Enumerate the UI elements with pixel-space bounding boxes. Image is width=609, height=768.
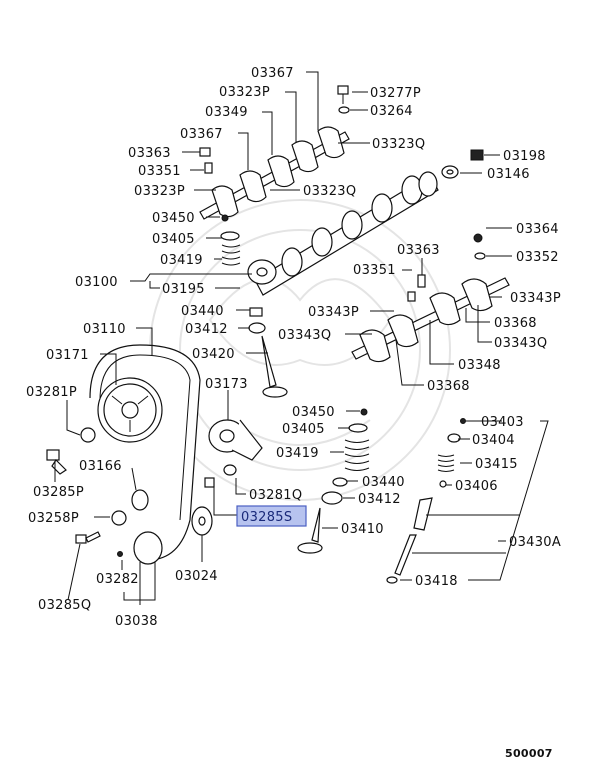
label-03367-left: 03367 xyxy=(180,127,223,142)
label-03258P: 03258P xyxy=(28,511,79,526)
upper-rocker-shaft xyxy=(199,85,484,220)
camshaft xyxy=(247,171,439,296)
label-03363-right: 03363 xyxy=(397,243,440,258)
label-03146: 03146 xyxy=(487,167,530,182)
part-labels: 03367 03277P 03323P 03264 03349 03367 03… xyxy=(26,66,561,760)
label-03405-lower: 03405 xyxy=(282,422,325,437)
label-03195: 03195 xyxy=(162,282,205,297)
lower-rocker-shaft xyxy=(351,233,510,363)
upper-valve-spring-set xyxy=(220,214,288,398)
label-03343Q-left: 03343Q xyxy=(278,328,331,343)
lash-adjuster-set xyxy=(386,418,466,584)
label-03364: 03364 xyxy=(516,222,559,237)
highlight-03285S xyxy=(236,505,307,527)
label-03323Q-mid: 03323Q xyxy=(303,184,356,199)
label-03166: 03166 xyxy=(79,459,122,474)
label-03440-top: 03440 xyxy=(181,304,224,319)
timing-belt-section xyxy=(46,344,263,565)
label-03412-lower: 03412 xyxy=(358,492,401,507)
label-03351-top: 03351 xyxy=(138,164,181,179)
label-03440-lower: 03440 xyxy=(362,475,405,490)
label-03285S[interactable]: 03285S xyxy=(241,510,292,525)
label-03418: 03418 xyxy=(415,574,458,589)
label-03406: 03406 xyxy=(455,479,498,494)
label-03404: 03404 xyxy=(472,433,515,448)
label-03282: 03282 xyxy=(96,572,139,587)
label-03349: 03349 xyxy=(205,105,248,120)
label-03285P: 03285P xyxy=(33,485,84,500)
label-03024: 03024 xyxy=(175,569,218,584)
label-03351-right: 03351 xyxy=(353,263,396,278)
label-03285Q: 03285Q xyxy=(38,598,91,613)
label-03323Q-top: 03323Q xyxy=(372,137,425,152)
label-03352: 03352 xyxy=(516,250,559,265)
label-03100: 03100 xyxy=(75,275,118,290)
label-03343Q-right: 03343Q xyxy=(494,336,547,351)
label-03323P-mid: 03323P xyxy=(134,184,185,199)
label-03405-top: 03405 xyxy=(152,232,195,247)
label-03198: 03198 xyxy=(503,149,546,164)
label-03264: 03264 xyxy=(370,104,413,119)
label-03368-lower: 03368 xyxy=(427,379,470,394)
label-03363-top: 03363 xyxy=(128,146,171,161)
label-03410: 03410 xyxy=(341,522,384,537)
label-03450-top: 03450 xyxy=(152,211,195,226)
lower-valve-spring-set xyxy=(297,408,370,554)
label-03281P: 03281P xyxy=(26,385,77,400)
label-03110: 03110 xyxy=(83,322,126,337)
figure-number: 500007 xyxy=(505,747,553,760)
label-03420: 03420 xyxy=(192,347,235,362)
label-03038: 03038 xyxy=(115,614,158,629)
label-03412-top: 03412 xyxy=(185,322,228,337)
label-03277P: 03277P xyxy=(370,86,421,101)
label-03343P-right: 03343P xyxy=(510,291,561,306)
label-03419-lower: 03419 xyxy=(276,446,319,461)
label-03403: 03403 xyxy=(481,415,524,430)
label-03419-top: 03419 xyxy=(160,253,203,268)
label-03450-lower: 03450 xyxy=(292,405,335,420)
label-03415: 03415 xyxy=(475,457,518,472)
label-03430A: 03430A xyxy=(509,535,561,550)
label-03343P-left: 03343P xyxy=(308,305,359,320)
leader-lines xyxy=(54,71,549,605)
label-03281Q: 03281Q xyxy=(249,488,302,503)
label-03323P-top: 03323P xyxy=(219,85,270,100)
label-03173: 03173 xyxy=(205,377,248,392)
label-03348: 03348 xyxy=(458,358,501,373)
label-03367-top: 03367 xyxy=(251,66,294,81)
label-03171: 03171 xyxy=(46,348,89,363)
label-03368-right: 03368 xyxy=(494,316,537,331)
